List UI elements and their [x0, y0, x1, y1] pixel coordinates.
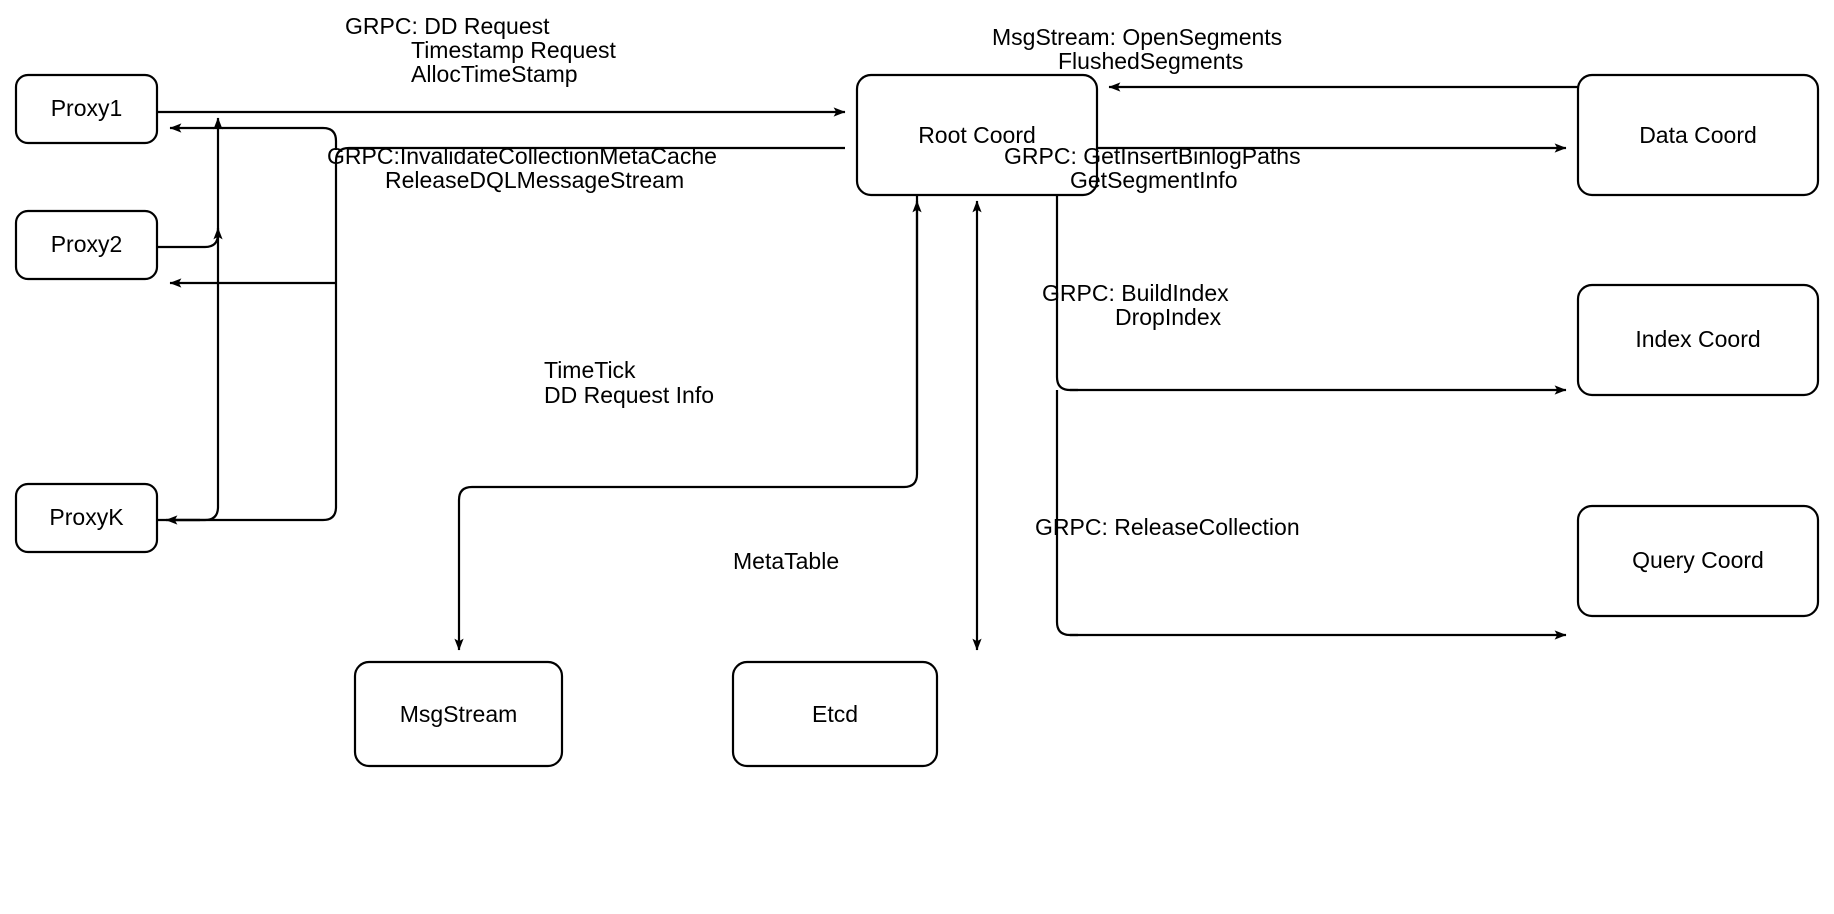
edge-label-line: MsgStream: OpenSegments [992, 24, 1282, 50]
edge-branch-to-proxy1 [170, 128, 338, 150]
node-query-coord-label: Query Coord [1632, 547, 1764, 573]
edge-label-line: DropIndex [1115, 304, 1222, 330]
edge-rootcoord-to-proxy-trunk [170, 146, 845, 522]
edge-label-rootcoord-to-msgstream: TimeTick DD Request Info [544, 357, 714, 408]
edge-label-line: TimeTick [544, 357, 636, 383]
edge-label-line: GRPC: GetInsertBinlogPaths [1004, 143, 1301, 169]
node-msgstream[interactable]: MsgStream [353, 660, 564, 768]
node-root-coord-box[interactable] [855, 73, 1099, 197]
node-root-coord[interactable]: Root Coord [855, 73, 1099, 197]
node-root-coord-label: Root Coord [918, 122, 1036, 148]
node-query-coord-box[interactable] [1576, 504, 1820, 618]
node-data-coord-box[interactable] [1576, 73, 1820, 197]
edge-label-line: GRPC: DD Request [345, 13, 550, 39]
edge-label-line: Timestamp Request [411, 37, 617, 63]
node-msgstream-box[interactable] [353, 660, 564, 768]
edge-label-line: ReleaseDQLMessageStream [385, 167, 684, 193]
node-proxy1-label: Proxy1 [51, 95, 123, 121]
node-index-coord-label: Index Coord [1635, 326, 1760, 352]
edge-label-rootcoord-to-proxy: GRPC:InvalidateCollectionMetaCache Relea… [327, 143, 723, 193]
edge-proxyk-merge [157, 247, 220, 522]
edge-rootcoord-to-msgstream [454, 195, 919, 651]
nodes-layer: Proxy1 Proxy2 ProxyK Root Coord Data Coo… [14, 73, 1820, 768]
edge-label-line: FlushedSegments [1058, 48, 1243, 74]
edge-label-line: GRPC: ReleaseCollection [1035, 514, 1300, 540]
node-proxy1[interactable]: Proxy1 [14, 73, 159, 145]
edge-label-proxy-to-rootcoord: GRPC: DD Request Timestamp Request Alloc… [345, 13, 622, 87]
node-etcd[interactable]: Etcd [731, 660, 939, 768]
node-etcd-box[interactable] [731, 660, 939, 768]
edge-label-rootcoord-to-datacoord: GRPC: GetInsertBinlogPaths GetSegmentInf… [1004, 143, 1307, 193]
edge-label-line: GetSegmentInfo [1070, 167, 1238, 193]
node-proxyk[interactable]: ProxyK [14, 482, 159, 554]
edge-label-line: DD Request Info [544, 382, 714, 408]
node-proxy2-box[interactable] [14, 209, 159, 281]
edge-label-line: GRPC:InvalidateCollectionMetaCache [327, 143, 717, 169]
edge-labels-layer: GRPC: DD Request Timestamp Request Alloc… [327, 13, 1307, 574]
node-index-coord-box[interactable] [1576, 283, 1820, 397]
node-data-coord[interactable]: Data Coord [1576, 73, 1820, 197]
edge-label-line: GRPC: BuildIndex [1042, 280, 1229, 306]
edge-label-line: MetaTable [733, 548, 839, 574]
edge-proxy2-merge [157, 227, 223, 249]
edge-label-line: AllocTimeStamp [411, 61, 578, 87]
edge-label-rootcoord-to-indexcoord: GRPC: BuildIndex DropIndex [1042, 280, 1235, 330]
node-proxyk-label: ProxyK [49, 504, 124, 530]
node-proxyk-box[interactable] [14, 482, 159, 554]
node-index-coord[interactable]: Index Coord [1576, 283, 1820, 397]
edge-label-rootcoord-etcd-metatable: MetaTable [733, 548, 839, 574]
node-query-coord[interactable]: Query Coord [1576, 504, 1820, 618]
edge-label-rootcoord-to-querycoord: GRPC: ReleaseCollection [1035, 514, 1300, 540]
node-proxy2-label: Proxy2 [51, 231, 123, 257]
node-proxy2[interactable]: Proxy2 [14, 209, 159, 281]
node-data-coord-label: Data Coord [1639, 122, 1757, 148]
edges-layer [157, 82, 1578, 651]
node-etcd-label: Etcd [812, 701, 858, 727]
node-proxy1-box[interactable] [14, 73, 159, 145]
edge-rootcoord-right-trunk [1055, 195, 1078, 637]
edge-label-datacoord-to-rootcoord: MsgStream: OpenSegments FlushedSegments [992, 24, 1289, 74]
node-msgstream-label: MsgStream [400, 701, 518, 727]
